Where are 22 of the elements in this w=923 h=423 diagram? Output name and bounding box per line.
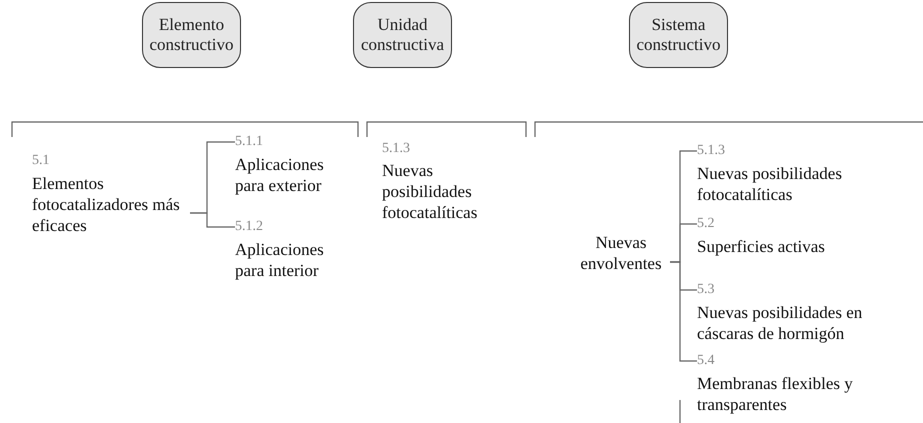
category-box: Elemento constructivo (142, 2, 241, 68)
section-number: 5.4 (697, 352, 714, 370)
section-title: Superficies activas (697, 236, 826, 257)
section-number: 5.1.2 (235, 218, 263, 236)
section-number: 5.3 (697, 281, 714, 299)
section-title: Nuevas envolventes (579, 232, 663, 274)
section-number: 5.1 (32, 152, 50, 170)
section-title: Elementos fotocatalizadores más eficaces (32, 173, 181, 236)
section-number: 5.1.3 (382, 140, 410, 158)
category-box: Unidad constructiva (353, 2, 452, 68)
connector-line (190, 212, 235, 228)
section-title: Aplicaciones para exterior (235, 154, 325, 196)
section-title: Nuevas posibilidades en cáscaras de hormigón (697, 302, 864, 344)
section-number: 5.1.1 (235, 133, 263, 151)
section-title: Nuevas posibilidades fotocatalíticas (382, 160, 478, 223)
connector-line (670, 261, 697, 362)
section-number: 5.1.3 (697, 142, 725, 160)
section-title: Membranas flexibles y transparentes (697, 373, 854, 415)
category-box: Sistema constructivo (629, 2, 728, 68)
section-number: 5.2 (697, 215, 714, 233)
section-title: Aplicaciones para interior (235, 239, 325, 281)
section-title: Nuevas posibilidades fotocatalíticas (697, 163, 843, 205)
